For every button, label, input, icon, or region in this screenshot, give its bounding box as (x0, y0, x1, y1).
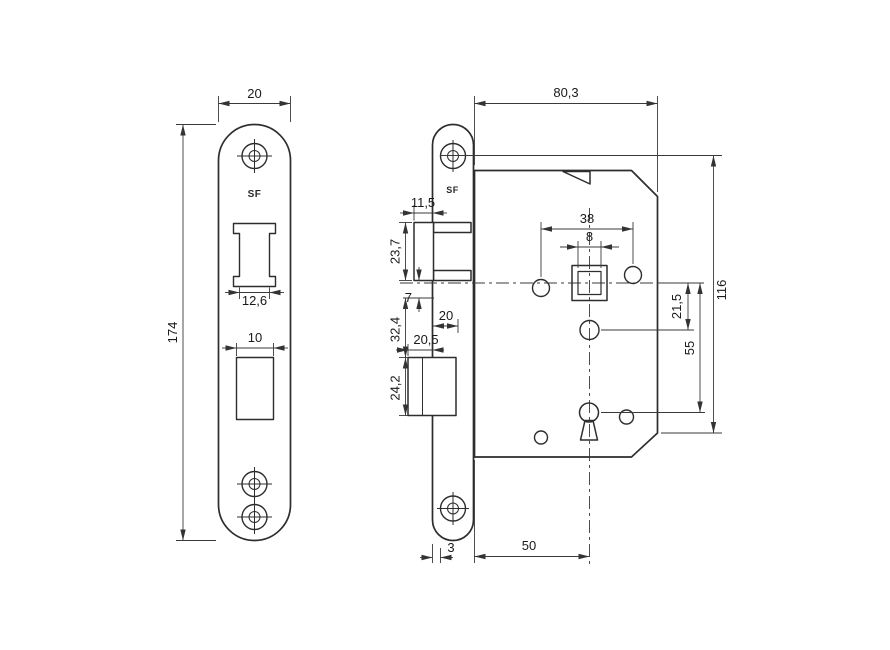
dim-text-latch-projection: 11,5 (411, 195, 435, 210)
dim-latch-opening: 12,6 (225, 287, 284, 308)
side-view: 80,3 116 38 8 (388, 85, 729, 566)
dim-text-body-depth: 80,3 (553, 85, 578, 100)
dim-backset: 50 (474, 460, 590, 563)
dim-plate-height: 174 (165, 124, 216, 541)
dim-bolt-depth: 20 (433, 308, 459, 333)
dim-text-hub-to-bolt: 32,4 (388, 317, 403, 342)
brand-logo-side: SF (446, 185, 459, 195)
front-screw-hole-bottom-1 (237, 467, 272, 501)
dim-spindle: 8 (560, 229, 619, 268)
dim-text-bolt-opening: 10 (248, 330, 262, 345)
dim-text-latch-opening: 12,6 (242, 293, 267, 308)
brand-logo-front: SF (248, 189, 262, 200)
spring-detail (562, 170, 591, 185)
side-screw-hole-top (439, 140, 467, 172)
dim-bolt-opening: 10 (222, 330, 288, 356)
front-screw-hole-top (237, 139, 272, 173)
latch-cutout (232, 222, 277, 288)
dim-bolt-length: 20,5 (396, 332, 444, 356)
dim-text-bolt-depth: 20 (439, 308, 453, 323)
dim-text-latch-offset: 7 (405, 290, 412, 305)
dim-text-hub-to-key: 55 (682, 341, 697, 355)
deadbolt-side (407, 356, 457, 417)
lock-case-outline (473, 169, 659, 458)
keyhole (578, 402, 600, 441)
dim-text-latch-height: 23,7 (388, 239, 403, 264)
dim-plate-width: 20 (218, 86, 291, 122)
dim-body-depth: 80,3 (474, 85, 658, 192)
latch-side (413, 221, 472, 282)
dim-text-hub-to-hole: 21,5 (669, 294, 684, 319)
front-view: 20 174 12,6 10 SF (165, 86, 292, 542)
center-hole (579, 319, 600, 341)
dim-bolt-height: 24,2 (388, 357, 409, 416)
side-screw-hole-bottom (437, 492, 469, 525)
dim-hub-span: 38 (540, 211, 634, 277)
dim-text-backset: 50 (522, 538, 536, 553)
bolt-cutout (235, 356, 275, 421)
spindle-hub (571, 264, 608, 302)
small-hole-right (618, 409, 635, 425)
dim-latch-height: 23,7 (388, 222, 412, 281)
fixing-hole-right (623, 265, 643, 285)
dim-text-hub-span: 38 (580, 211, 594, 226)
dim-text-plate-thickness: 3 (447, 540, 454, 555)
dim-body-height: 116 (440, 155, 729, 434)
dim-latch-projection: 11,5 (400, 195, 447, 221)
dim-text-bolt-height: 24,2 (388, 375, 403, 400)
dim-plate-thickness: 3 (420, 540, 455, 563)
small-hole-left (533, 430, 549, 445)
dim-text-body-height: 116 (714, 280, 729, 301)
front-screw-hole-bottom-2 (237, 500, 272, 534)
faceplate-front-outline (217, 123, 292, 542)
dim-hub-to-key: 55 (601, 283, 705, 413)
fixing-hole-left (531, 278, 551, 298)
dim-text-spindle: 8 (586, 229, 593, 244)
dim-hub-to-bolt: 32,4 (388, 298, 409, 358)
dim-text-plate-height: 174 (165, 322, 180, 344)
dim-hub-to-hole: 21,5 (601, 282, 704, 331)
dim-text-plate-width: 20 (247, 86, 261, 101)
dim-text-bolt-length: 20,5 (413, 332, 438, 347)
